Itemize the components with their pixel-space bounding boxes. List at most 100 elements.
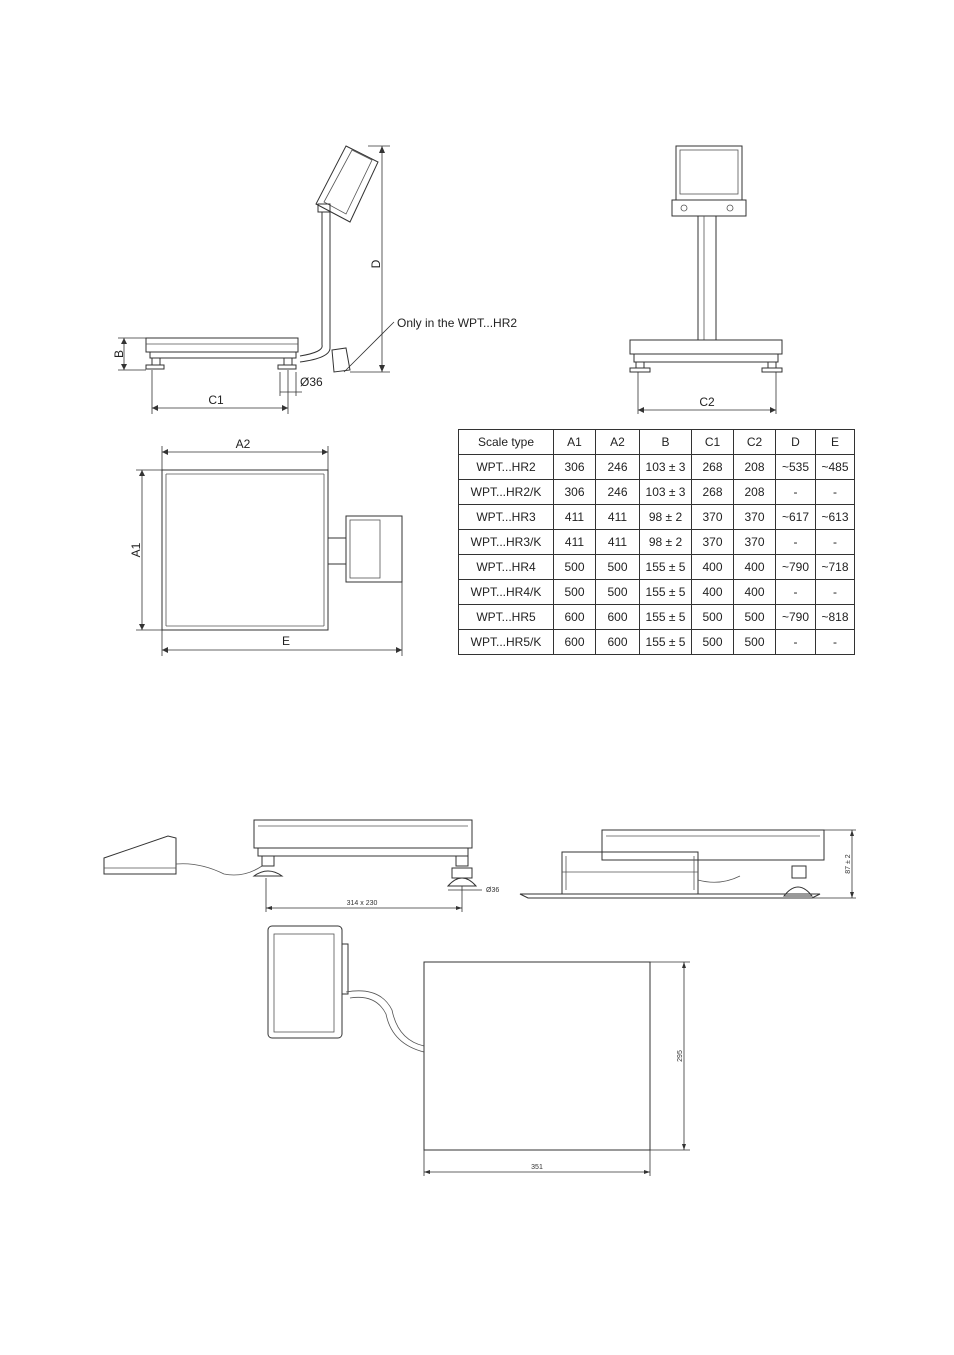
note-hr2: Only in the WPT...HR2 [397,316,517,330]
table-row: WPT...HR3 411 411 98 ± 2 370 370 ~617 ~6… [458,504,855,530]
cell-e: ~613 [815,504,855,530]
header-scale-type: Scale type [458,429,554,455]
cell-scale-type: WPT...HR4 [458,554,554,580]
cell-c2: 208 [733,454,776,480]
header-e: E [815,429,855,455]
compact-side-view: 314 x 230 Ø36 [103,819,499,912]
cell-b: 103 ± 3 [639,479,692,505]
cell-e: - [815,479,855,505]
cell-e: ~485 [815,454,855,480]
header-c1: C1 [691,429,734,455]
cell-e: - [815,629,855,655]
cell-a1: 500 [553,579,596,605]
cell-a2: 246 [595,479,640,505]
cell-scale-type: WPT...HR3 [458,504,554,530]
cell-e: ~818 [815,604,855,630]
cell-a1: 411 [553,529,596,555]
table-row: WPT...HR2 306 246 103 ± 3 268 208 ~535 ~… [458,454,855,480]
cell-e: - [815,529,855,555]
label-d: D [369,259,383,268]
table-row: WPT...HR3/K 411 411 98 ± 2 370 370 - - [458,529,855,555]
label-diameter-top: Ø36 [300,375,323,389]
cell-a2: 600 [595,629,640,655]
cell-c2: 370 [733,529,776,555]
cell-a1: 306 [553,479,596,505]
cell-c1: 268 [691,454,734,480]
table-row: WPT...HR2/K 306 246 103 ± 3 268 208 - - [458,479,855,505]
label-e: E [282,634,290,648]
front-view-column-scale: C2 [629,145,783,414]
cell-a2: 411 [595,504,640,530]
cell-scale-type: WPT...HR3/K [458,529,554,555]
cell-d: - [775,479,816,505]
width-label: 351 [531,1164,543,1171]
cell-b: 155 ± 5 [639,629,692,655]
header-a2: A2 [595,429,640,455]
cell-b: 103 ± 3 [639,454,692,480]
cell-d: - [775,579,816,605]
cell-a2: 600 [595,604,640,630]
cell-a1: 600 [553,629,596,655]
cell-a1: 411 [553,504,596,530]
cell-b: 155 ± 5 [639,554,692,580]
cell-a2: 411 [595,529,640,555]
cell-c1: 500 [691,629,734,655]
cell-b: 98 ± 2 [639,529,692,555]
cell-a2: 500 [595,554,640,580]
feet-spacing-label: 314 x 230 [347,900,378,907]
header-a1: A1 [553,429,596,455]
cell-d: ~617 [775,504,816,530]
label-c2: C2 [699,395,715,409]
cell-a2: 246 [595,454,640,480]
cell-d: ~790 [775,554,816,580]
cell-d: - [775,629,816,655]
cell-b: 98 ± 2 [639,504,692,530]
cell-a1: 600 [553,604,596,630]
cell-b: 155 ± 5 [639,604,692,630]
depth-label: 295 [677,1050,684,1062]
cell-c1: 370 [691,529,734,555]
label-a2: A2 [236,437,251,451]
label-c1: C1 [208,393,224,407]
cell-a1: 500 [553,554,596,580]
top-view-scale: A2 A1 E [129,437,403,656]
header-b: B [639,429,692,455]
cell-c2: 500 [733,629,776,655]
table-row: WPT...HR4 500 500 155 ± 5 400 400 ~790 ~… [458,554,855,580]
cell-c1: 500 [691,604,734,630]
cell-d: - [775,529,816,555]
cell-scale-type: WPT...HR5 [458,604,554,630]
cell-c2: 370 [733,504,776,530]
cell-c2: 208 [733,479,776,505]
cell-c1: 400 [691,579,734,605]
cell-c1: 370 [691,504,734,530]
cell-scale-type: WPT...HR4/K [458,579,554,605]
cell-b: 155 ± 5 [639,579,692,605]
cell-scale-type: WPT...HR5/K [458,629,554,655]
cell-a2: 500 [595,579,640,605]
compact-front-view: 87 ± 2 [519,829,856,899]
compact-top-view: 295 351 [267,925,690,1176]
cell-scale-type: WPT...HR2 [458,454,554,480]
cell-e: ~718 [815,554,855,580]
side-view-column-scale: D Only in the WPT...HR2 B C1 Ø36 [112,145,517,414]
header-d: D [775,429,816,455]
cell-c2: 500 [733,604,776,630]
table-row: WPT...HR4/K 500 500 155 ± 5 400 400 - - [458,579,855,605]
height-label: 87 ± 2 [845,854,852,874]
cell-a1: 306 [553,454,596,480]
table-row: WPT...HR5/K 600 600 155 ± 5 500 500 - - [458,629,855,655]
label-b: B [112,350,126,358]
cell-e: - [815,579,855,605]
cell-d: ~790 [775,604,816,630]
cell-c2: 400 [733,554,776,580]
cell-scale-type: WPT...HR2/K [458,479,554,505]
scale-dimension-table: Scale type A1 A2 B C1 C2 D E WPT...HR2 3… [458,429,855,655]
table-row: WPT...HR5 600 600 155 ± 5 500 500 ~790 ~… [458,604,855,630]
label-a1: A1 [129,542,143,557]
header-c2: C2 [733,429,776,455]
table-header-row: Scale type A1 A2 B C1 C2 D E [458,429,855,455]
cell-d: ~535 [775,454,816,480]
diameter-label-bottom: Ø36 [486,887,499,894]
